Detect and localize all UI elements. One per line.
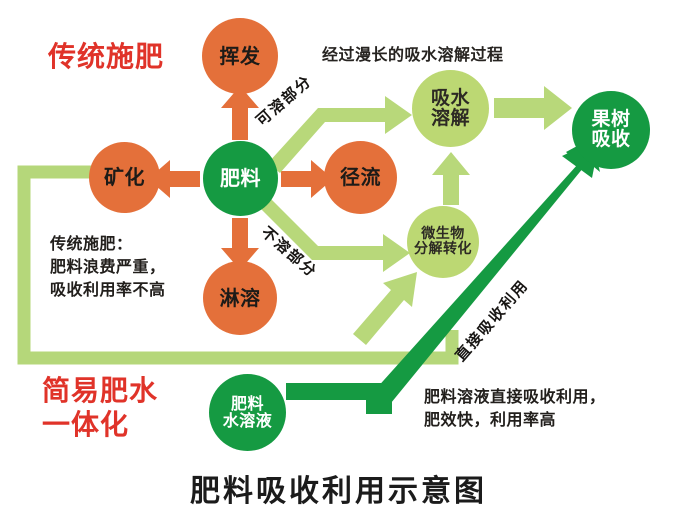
note-traditional-line-3: 吸收利用率不高 <box>50 280 166 300</box>
node-fertilizer-label: 肥料 <box>220 166 261 190</box>
node-water-dissolve-line1: 吸水 <box>430 86 470 109</box>
node-mineralization-label: 矿化 <box>104 165 145 189</box>
heading-integrated-line1: 简易肥水 <box>42 374 159 407</box>
arrow-bracket-to-microbial <box>353 272 417 345</box>
note-integrated: 肥料溶液直接吸收利用， 肥效快，利用率高 <box>424 385 606 431</box>
node-tree-uptake-line2: 吸收 <box>591 128 631 150</box>
node-fertilizer[interactable]: 肥料 <box>203 141 278 216</box>
node-fertilizer-solution-line2: 水溶液 <box>222 410 273 430</box>
node-volatilization[interactable]: 挥发 <box>202 18 278 94</box>
note-traditional-line-2: 肥料浪费严重， <box>50 257 166 277</box>
arrow-fertilizer-to-mineralization <box>148 160 200 198</box>
node-microbial-line2: 分解转化 <box>414 241 472 257</box>
arrow-fertilizer-to-runoff <box>281 160 333 198</box>
arrow-soluble-to-water-dissolve <box>268 96 412 173</box>
heading-integrated: 简易肥水 一体化 <box>42 374 158 441</box>
node-runoff-label: 径流 <box>340 165 381 189</box>
heading-traditional: 传统施肥 <box>48 40 165 73</box>
node-water-dissolve[interactable]: 吸水 溶解 <box>412 70 489 147</box>
node-microbial[interactable]: 微生物 分解转化 <box>407 206 479 278</box>
node-mineralization[interactable]: 矿化 <box>89 142 160 213</box>
note-traditional: 传统施肥： 肥料浪费严重， 吸收利用率不高 <box>50 232 166 302</box>
arrow-water-dissolve-to-uptake <box>494 86 572 130</box>
arrow-fertilizer-to-leaching <box>221 218 259 270</box>
arrow-fertilizer-to-volatilization <box>221 86 259 140</box>
heading-integrated-line2: 一体化 <box>42 407 130 441</box>
note-integrated-line-1: 肥料溶液直接吸收利用， <box>424 387 606 406</box>
node-tree-uptake-line1: 果树 <box>591 108 631 131</box>
node-microbial-line1: 微生物 <box>421 226 465 243</box>
node-leaching[interactable]: 淋溶 <box>203 261 277 335</box>
node-runoff[interactable]: 径流 <box>324 141 397 214</box>
node-tree-uptake[interactable]: 果树 吸收 <box>572 91 650 169</box>
node-fertilizer-solution-line1: 肥料 <box>230 393 264 413</box>
arrow-microbial-to-water-dissolve <box>432 152 470 205</box>
node-water-dissolve-line2: 溶解 <box>430 106 470 129</box>
node-fertilizer-solution[interactable]: 肥料 水溶液 <box>209 374 286 451</box>
note-traditional-line-1: 传统施肥： <box>50 234 133 253</box>
diagram-title: 肥料吸收利用示意图 <box>190 474 487 509</box>
node-leaching-label: 淋溶 <box>219 285 261 310</box>
node-volatilization-label: 挥发 <box>219 43 261 68</box>
arrow-insoluble-to-microbial <box>258 196 410 272</box>
note-integrated-line-2: 肥效快，利用率高 <box>424 410 557 430</box>
top-process-note: 经过漫长的吸水溶解过程 <box>322 45 504 64</box>
traditional-bracket <box>17 165 459 365</box>
